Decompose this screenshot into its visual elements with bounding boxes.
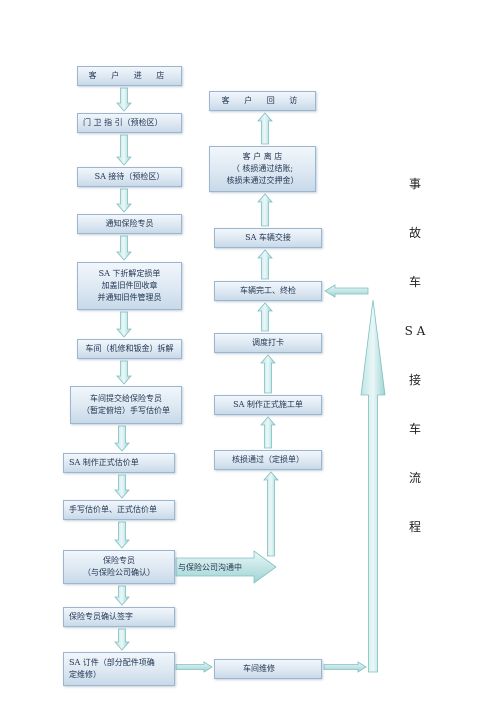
side-title-char: S A (404, 324, 426, 338)
arrow-down-8 (114, 474, 130, 499)
arrow-down-10 (114, 585, 130, 606)
side-title-char: 故 (408, 226, 421, 240)
node-text: 核损通过（定损单） (232, 455, 304, 464)
arrow-to-repair (175, 661, 213, 673)
node-text: 调度打卡 (252, 338, 284, 347)
node-sa-reception: SA 接待（预检区） (77, 167, 182, 187)
arrow-up-workorder (260, 416, 276, 449)
side-title-char: 事 (408, 177, 421, 191)
node-text: 通知保险专员 (105, 219, 154, 228)
node-sa-order-parts: SA 订件（部分配件项确 定维修） (63, 652, 175, 686)
node-customer-leave: 客 户 离 店 （ 核损通过结账; 核损未通过交押金） (209, 146, 316, 192)
arrow-up-dispatch (260, 354, 276, 394)
arrow-down-7 (114, 425, 130, 452)
node-text: （ 核损通过结账; (231, 164, 294, 173)
arrow-up-leave (257, 193, 273, 227)
node-sa-damage-sheet: SA 下折解定损单 加盖旧件回收章 并通知旧件管理员 (77, 262, 182, 310)
node-text: （与保险公司确认） (83, 568, 155, 577)
arrow-down-2 (116, 134, 132, 166)
arrow-up-complete (257, 302, 273, 332)
arrow-down-6 (116, 360, 132, 385)
node-handwritten-formal: 手写估价单、正式估价单 (63, 500, 175, 520)
node-text: 定维修） (69, 670, 101, 679)
side-title-char: 流 (408, 471, 421, 485)
node-text: SA 车辆交接 (245, 233, 291, 242)
node-text: SA 制作正式估价单 (69, 458, 139, 467)
arrow-down-11 (114, 628, 130, 651)
node-workshop-disassembly: 车间（机修和钣金）拆解 (77, 339, 182, 359)
arrow-up-approved (263, 471, 279, 557)
side-title: 事 故 车 S A 接 车 流 程 (395, 160, 435, 552)
arrow-return-up (360, 299, 386, 673)
node-workshop-repair: 车间维修 (214, 659, 322, 679)
side-title-char: 车 (408, 275, 421, 289)
arrow-to-vehicle-complete (324, 284, 369, 298)
node-text: 客 户 回 访 (221, 96, 304, 105)
node-text: 门 卫 指 引（预检区） (83, 118, 163, 127)
arrow-insurance-communication (175, 550, 277, 584)
arrow-down-4 (116, 235, 132, 261)
node-text: 客 户 离 店 (242, 152, 283, 161)
side-title-char: 车 (408, 422, 421, 436)
node-text: 保险专员确认签字 (69, 612, 133, 621)
callout-text: 与保险公司沟通中 (178, 563, 242, 572)
side-title-char: 程 (408, 520, 421, 534)
arrow-down-9 (114, 521, 130, 549)
node-text: （暂定俯培）手写估价单 (82, 406, 170, 415)
node-sa-formal-estimate: SA 制作正式估价单 (63, 453, 175, 473)
node-text: SA 下折解定损单 (98, 269, 161, 278)
arrow-down-5 (116, 311, 132, 338)
node-text: 保险专员 (103, 556, 135, 565)
arrow-repair-to-return (323, 661, 367, 673)
node-text: 加盖旧件回收章 (101, 281, 158, 290)
node-dispatch-clock: 调度打卡 (214, 333, 322, 353)
node-text: SA 接待（预检区） (94, 172, 165, 181)
node-gate-guide: 门 卫 指 引（预检区） (77, 113, 182, 133)
node-text: SA 制作正式施工单 (233, 400, 303, 409)
node-text: 并通知旧件管理员 (97, 293, 162, 302)
node-text: 客 户 进 店 (88, 71, 171, 80)
arrow-up-callback (257, 112, 273, 145)
node-insurance-confirm: 保险专员 （与保险公司确认） (63, 550, 175, 584)
node-text: 车间（机修和钣金）拆解 (85, 344, 174, 353)
node-notify-insurance: 通知保险专员 (77, 214, 182, 234)
arrow-down-3 (116, 188, 132, 213)
node-workshop-submit: 车间提交给保险专员 （暂定俯培）手写估价单 (70, 386, 182, 424)
node-sa-vehicle-handover: SA 车辆交接 (214, 228, 322, 248)
node-text: 核损未通过交押金） (226, 176, 299, 185)
node-text: 车间维修 (243, 664, 275, 673)
arrow-down-1 (116, 87, 132, 112)
node-sa-work-order: SA 制作正式施工单 (214, 395, 322, 415)
node-text: 手写估价单、正式估价单 (69, 505, 157, 514)
node-text: 车辆完工、终检 (240, 286, 296, 295)
node-customer-arrive: 客 户 进 店 (77, 66, 182, 86)
node-text: SA 订件（部分配件项确 (69, 658, 155, 667)
node-insurance-sign: 保险专员确认签字 (63, 607, 175, 627)
insurance-communication-label: 与保险公司沟通中 (178, 562, 242, 573)
node-damage-approved: 核损通过（定损单） (214, 450, 322, 470)
node-vehicle-complete: 车辆完工、终检 (214, 281, 322, 301)
arrow-up-handover (257, 249, 273, 280)
node-text: 车间提交给保险专员 (90, 394, 162, 403)
side-title-char: 接 (408, 373, 421, 387)
node-customer-callback: 客 户 回 访 (209, 91, 316, 111)
